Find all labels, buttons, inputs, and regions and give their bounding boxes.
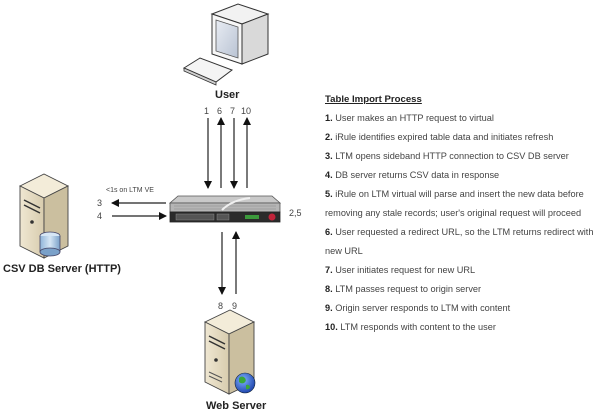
user-computer-icon (182, 3, 270, 86)
process-step-number: 3. (325, 151, 333, 161)
arrow-label-1: 1 (204, 106, 210, 116)
process-step: 8. LTM passes request to origin server (325, 280, 600, 299)
latency-note: <1s on LTM VE (106, 187, 154, 194)
process-step-text: User makes an HTTP request to virtual (335, 113, 494, 123)
ltm-db-arrows (111, 199, 167, 220)
process-step: 10. LTM responds with content to the use… (325, 318, 600, 337)
arrow-label-10: 10 (241, 106, 252, 116)
csv-db-server-icon (18, 173, 70, 259)
process-step: 6. User requested a redirect URL, so the… (325, 223, 600, 261)
process-step-text: LTM responds with content to the user (340, 322, 496, 332)
process-step: 3. LTM opens sideband HTTP connection to… (325, 147, 600, 166)
process-step-text: iRule identifies expired table data and … (335, 132, 554, 142)
user-ltm-arrows (204, 117, 251, 189)
process-step-text: Origin server responds to LTM with conte… (335, 303, 511, 313)
globe-icon (234, 372, 256, 394)
user-label: User (215, 89, 240, 101)
process-step: 5. iRule on LTM virtual will parse and i… (325, 185, 600, 223)
process-step-number: 10. (325, 322, 338, 332)
process-step: 4. DB server returns CSV data in respons… (325, 166, 600, 185)
process-step-number: 4. (325, 170, 333, 180)
process-step-number: 2. (325, 132, 333, 142)
process-title: Table Import Process (325, 94, 422, 105)
process-steps-list: 1. User makes an HTTP request to virtual… (325, 109, 600, 337)
process-step-number: 6. (325, 227, 333, 237)
process-step-text: User requested a redirect URL, so the LT… (325, 227, 594, 256)
web-server-icon (203, 309, 256, 395)
arrow-label-8: 8 (218, 301, 224, 311)
process-step: 2. iRule identifies expired table data a… (325, 128, 600, 147)
process-step-text: iRule on LTM virtual will parse and inse… (325, 189, 584, 218)
process-step-text: LTM opens sideband HTTP connection to CS… (335, 151, 569, 161)
arrow-label-3: 3 (97, 198, 103, 208)
process-step: 1. User makes an HTTP request to virtual (325, 109, 600, 128)
arrow-label-6: 6 (217, 106, 223, 116)
process-step-number: 9. (325, 303, 333, 313)
arrow-label-2-5: 2,5 (289, 208, 302, 218)
process-step-text: User initiates request for new URL (335, 265, 476, 275)
process-step: 9. Origin server responds to LTM with co… (325, 299, 600, 318)
arrow-label-7: 7 (230, 106, 236, 116)
process-step: 7. User initiates request for new URL (325, 261, 600, 280)
table-import-process: Table Import Process 1. User makes an HT… (325, 94, 600, 337)
process-step-number: 7. (325, 265, 333, 275)
process-step-text: LTM passes request to origin server (335, 284, 482, 294)
process-step-number: 8. (325, 284, 333, 294)
arrow-label-9: 9 (232, 301, 238, 311)
process-step-number: 1. (325, 113, 333, 123)
csv-db-server-label: CSV DB Server (HTTP) (3, 263, 121, 275)
arrow-label-4: 4 (97, 211, 103, 221)
process-step-number: 5. (325, 189, 333, 199)
web-server-label: Web Server (206, 400, 267, 412)
ltm-web-arrows (218, 231, 240, 295)
ltm-appliance-icon (168, 195, 282, 223)
process-step-text: DB server returns CSV data in response (335, 170, 500, 180)
